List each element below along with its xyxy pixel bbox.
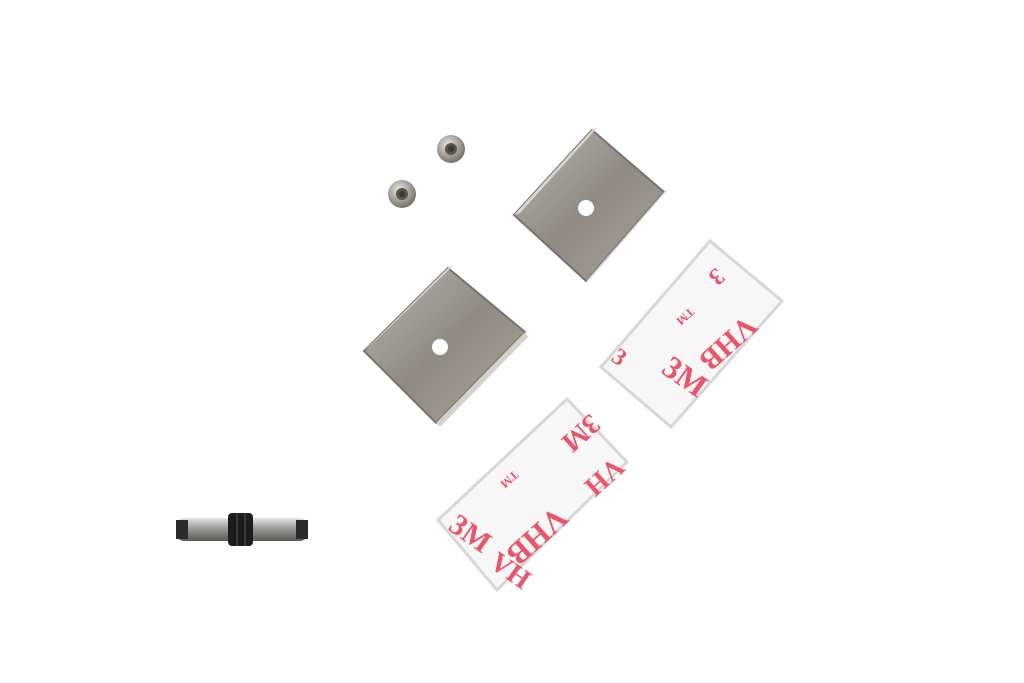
mounting-clip-lower	[362, 265, 528, 427]
screw-bottom	[388, 180, 416, 208]
mounting-clip-upper	[512, 127, 669, 283]
screw-top	[437, 135, 465, 163]
adhesive-pad-lower: 3M 3M VH VHB VH TM	[435, 396, 630, 596]
dc-connector	[176, 513, 308, 546]
adhesive-pad-upper: 3 3M 3 VHB TM	[598, 238, 785, 430]
